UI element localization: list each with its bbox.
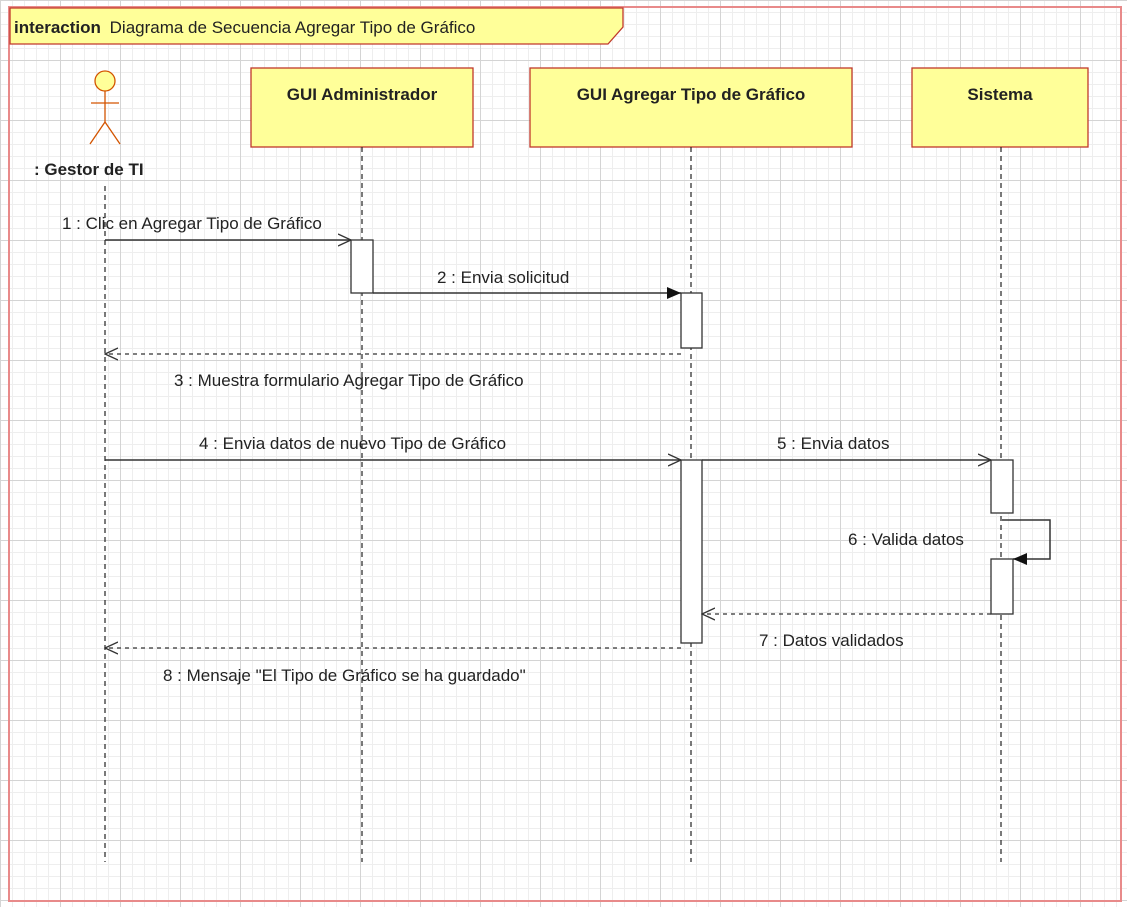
svg-text:interaction Diagrama de: interaction Diagrama de Secuencia Agrega… <box>14 18 475 37</box>
interaction-frame <box>8 6 1122 902</box>
message-label-8: 8 : Mensaje "El Tipo de Gráfico se ha gu… <box>163 666 526 685</box>
message-label-3: 3 : Muestra formulario Agregar Tipo de G… <box>174 371 524 390</box>
lifeline-gui-administrador[interactable]: GUI Administrador <box>250 67 474 148</box>
message-label-7: 7 : Datos validados <box>759 631 904 650</box>
message-label-2: 2 : Envia solicitud <box>437 268 569 287</box>
activation-bar <box>680 459 703 644</box>
actor-label: : Gestor de TI <box>34 160 144 179</box>
frame-label: interaction Diagrama de Secuencia Agrega… <box>9 7 624 45</box>
activation-bar <box>350 239 374 294</box>
message-label-1: 1 : Clic en Agregar Tipo de Gráfico <box>62 214 322 233</box>
message-arrow-6 <box>1002 519 1051 565</box>
actor-figure <box>89 70 121 145</box>
lifeline-label: Sistema <box>967 85 1033 104</box>
lifeline-label: GUI Agregar Tipo de Gráfico <box>577 85 806 104</box>
lifeline-label: GUI Administrador <box>287 85 438 104</box>
message-label-6: 6 : Valida datos <box>848 530 964 549</box>
message-label-5: 5 : Envia datos <box>777 434 889 453</box>
activation-bar <box>990 558 1014 615</box>
message-label-4: 4 : Envia datos de nuevo Tipo de Gráfico <box>199 434 506 453</box>
activation-bar <box>680 292 703 349</box>
lifeline-sistema[interactable]: Sistema <box>911 67 1089 148</box>
frame-name: Diagrama de Secuencia Agregar Tipo de Gr… <box>110 18 476 37</box>
lifeline-gui-agregar-tipo-grafico[interactable]: GUI Agregar Tipo de Gráfico <box>529 67 853 148</box>
frame-keyword: interaction <box>14 18 101 37</box>
activation-bar <box>990 459 1014 514</box>
